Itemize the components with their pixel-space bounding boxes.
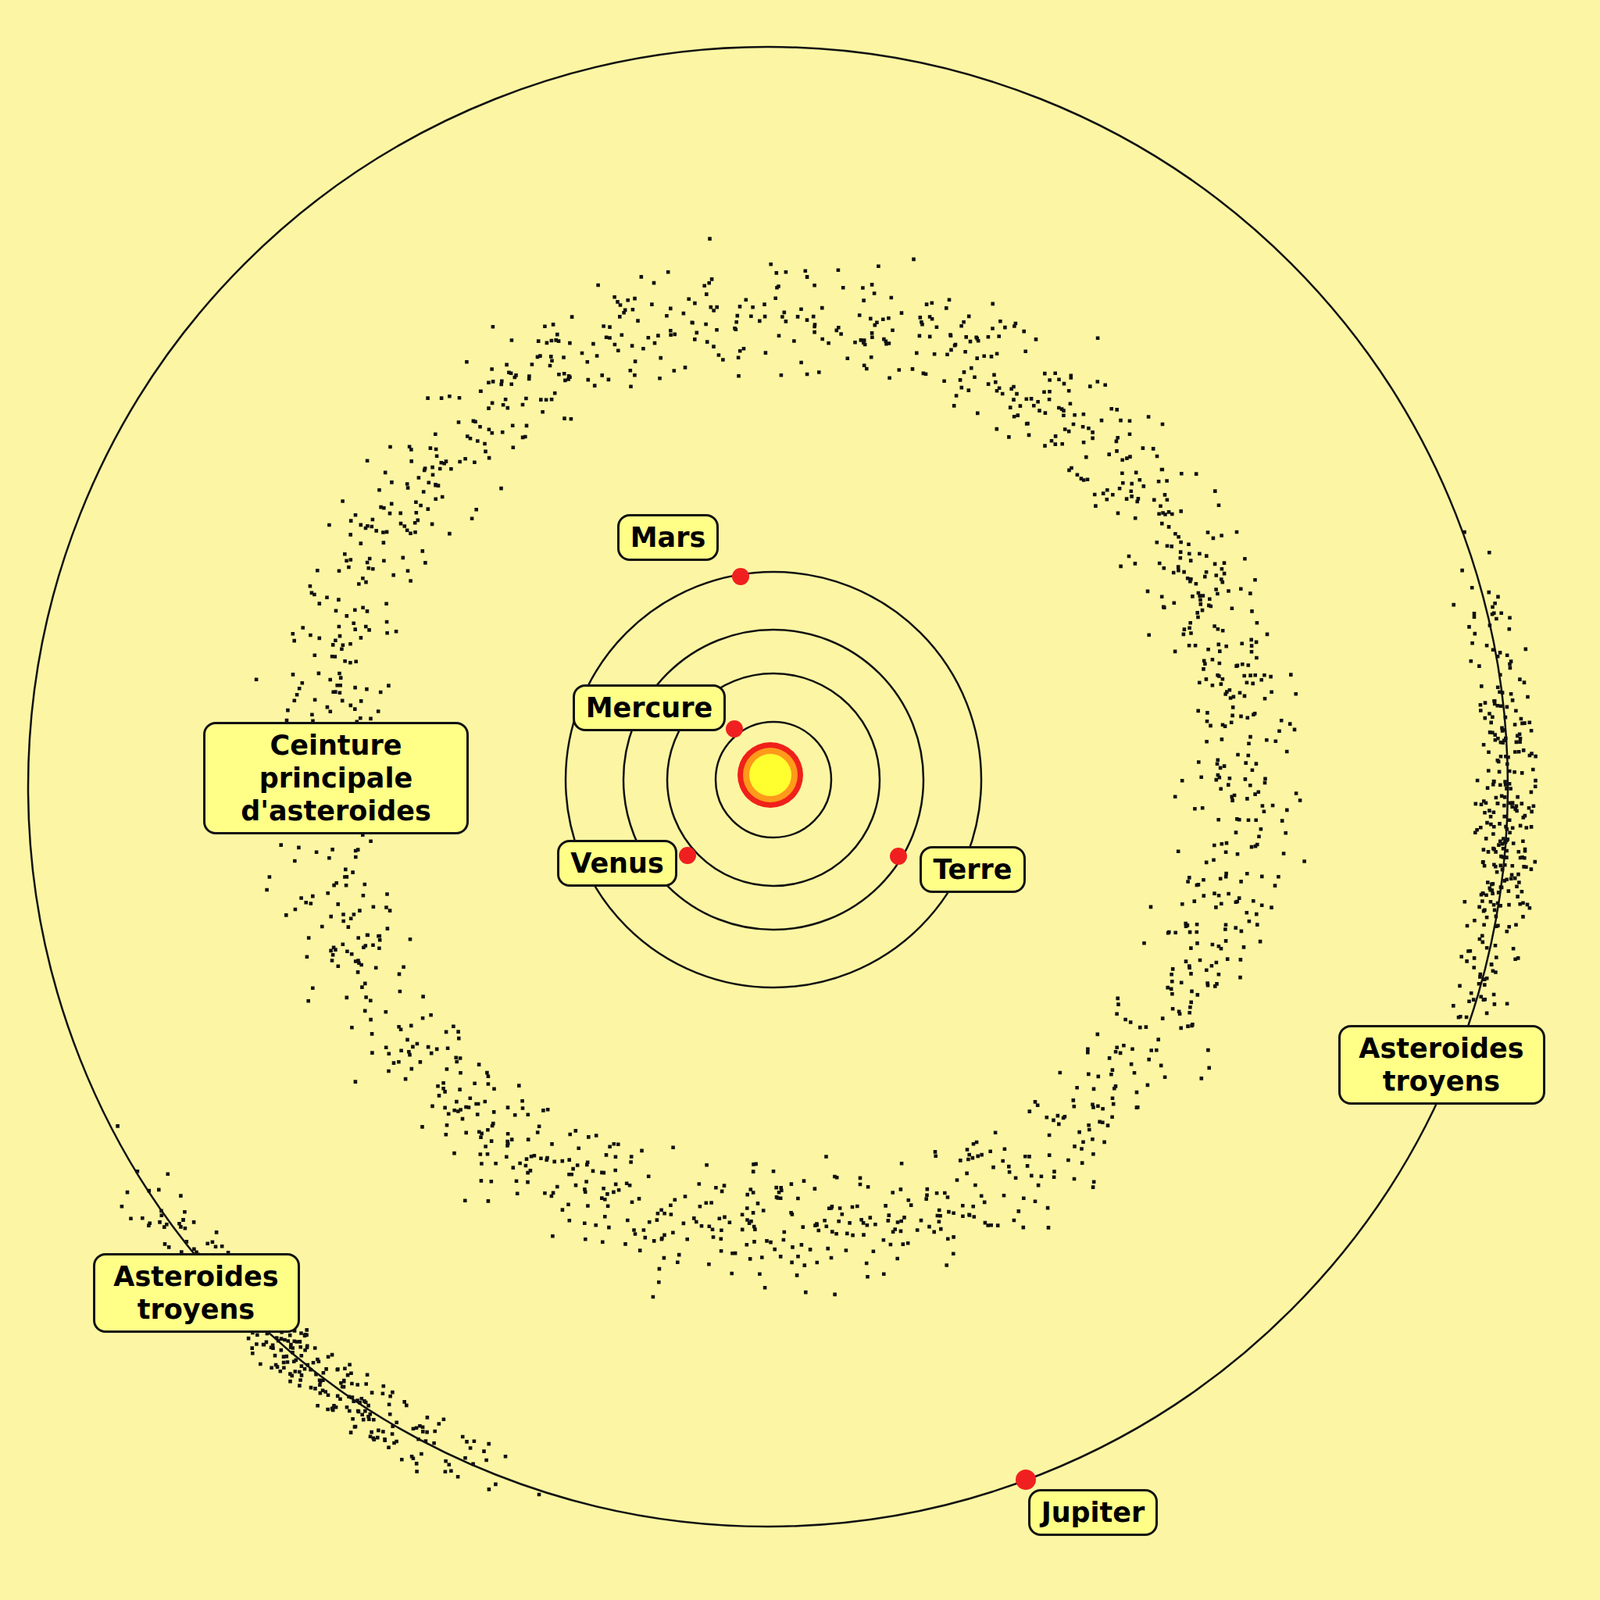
earth-planet	[889, 847, 908, 865]
sun-outer	[737, 742, 804, 808]
planet-label: Terre	[919, 846, 1025, 893]
label-text: Asteroides troyens	[1351, 1032, 1533, 1098]
sun-ring	[742, 747, 798, 803]
label-text: Mercure	[585, 691, 714, 725]
sun-core	[749, 753, 792, 797]
mercury-orbit	[715, 721, 832, 838]
region-label: Asteroides troyens	[92, 1253, 300, 1333]
label-text: Jupiter	[1041, 1496, 1146, 1529]
planet-label: Jupiter	[1028, 1489, 1159, 1536]
mercury-planet	[725, 720, 743, 738]
label-text: Asteroides troyens	[106, 1260, 287, 1326]
planet-label: Venus	[557, 839, 678, 887]
mars-orbit	[565, 571, 982, 988]
mars-planet	[732, 567, 750, 586]
jupiter-orbit	[28, 46, 1508, 1527]
planet-label: Mars	[617, 514, 720, 561]
label-text: Terre	[932, 853, 1012, 886]
label-text: Ceinture principale d'asteroides	[216, 728, 456, 828]
label-text: Mars	[630, 521, 707, 554]
jupiter-planet	[1015, 1469, 1036, 1490]
asteroid-dots	[115, 236, 1538, 1497]
region-label: Ceinture principale d'asteroides	[203, 721, 469, 835]
asteroid-texture	[115, 236, 1538, 1497]
label-text: Venus	[570, 846, 665, 880]
planet-label: Mercure	[572, 684, 727, 732]
region-label: Asteroides troyens	[1338, 1025, 1546, 1105]
venus-planet	[678, 846, 697, 865]
